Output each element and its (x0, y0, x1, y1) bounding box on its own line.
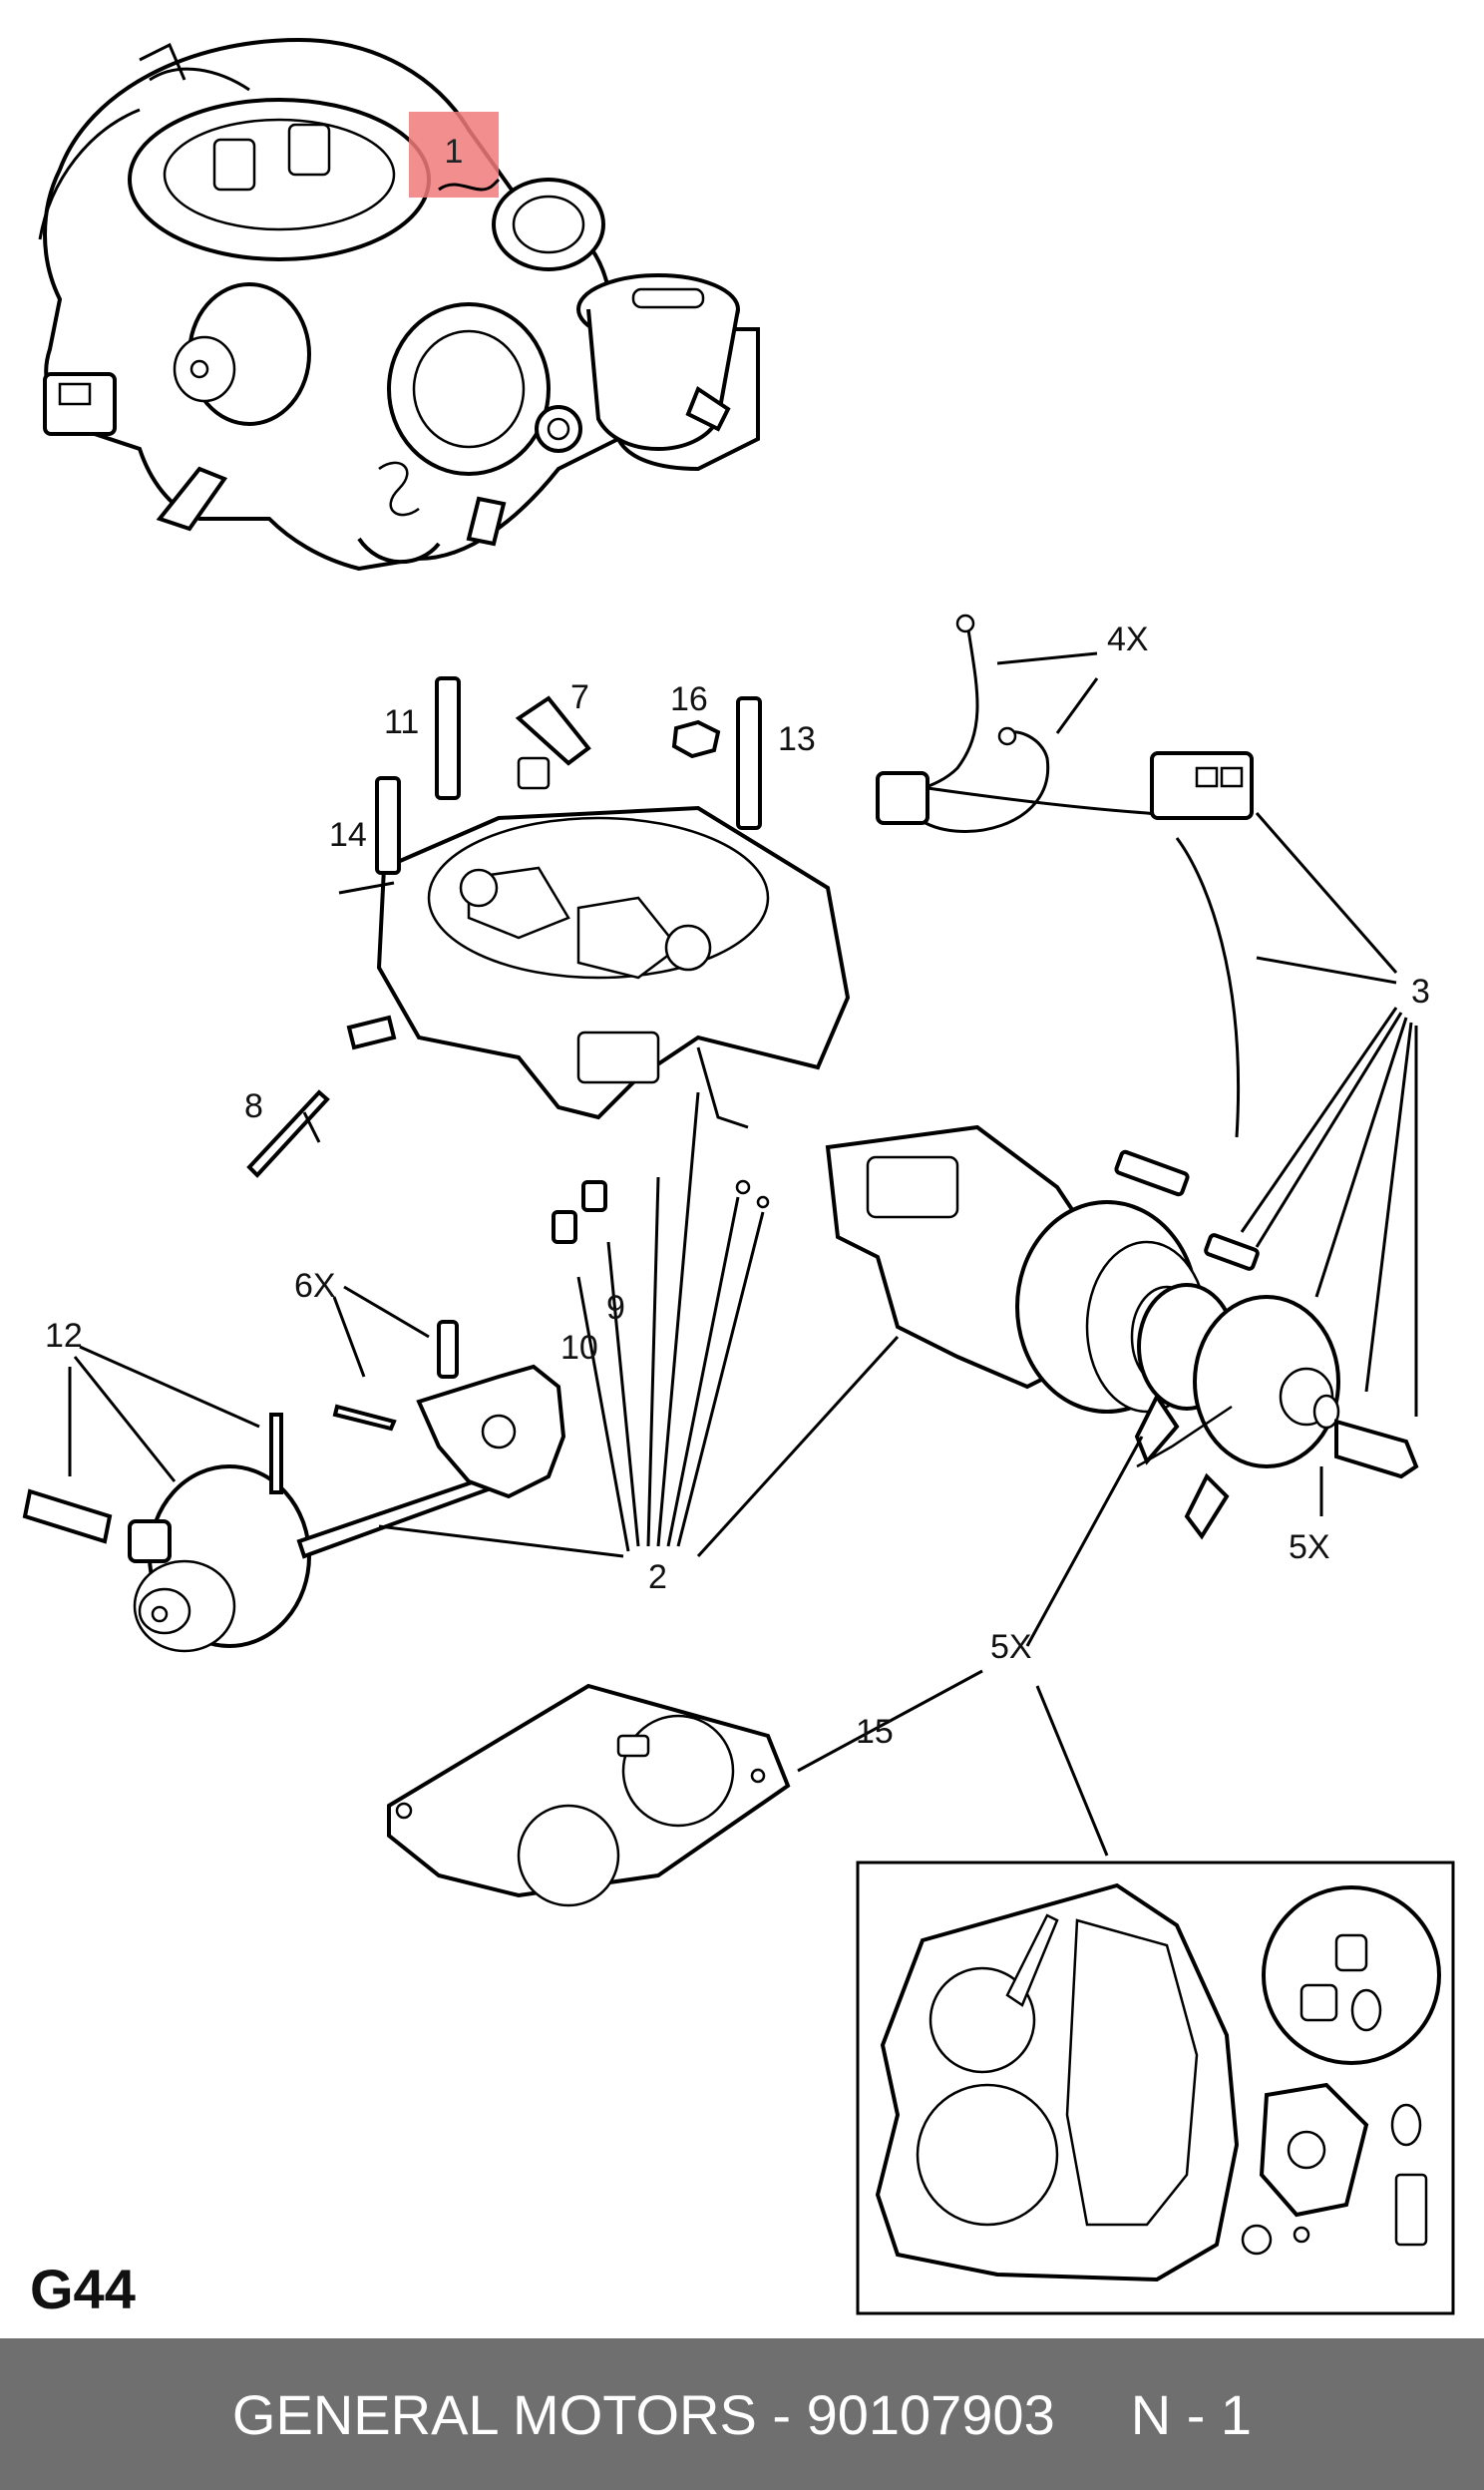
footer-page: N - 1 (1130, 2382, 1253, 2446)
callout-1: 1 (445, 133, 464, 171)
callout-10: 10 (560, 1329, 598, 1367)
gasket-kit-box (856, 1861, 1455, 2315)
callout-4x: 4X (1107, 621, 1149, 658)
callout-9: 9 (606, 1289, 625, 1327)
callout-7: 7 (570, 678, 589, 716)
callout-2: 2 (648, 1558, 667, 1596)
gasket-15-drawing (387, 1683, 791, 1907)
leader-lines (68, 651, 1418, 1857)
carburetor-assembly-drawing: 1 (38, 37, 760, 572)
footer-brand-part: GENERAL MOTORS - 90107903 (231, 2382, 1055, 2446)
choke-pulldown-drawing (22, 1320, 566, 1653)
callout-5x-b: 5X (990, 1628, 1032, 1666)
idle-servo-drawing (825, 1124, 1419, 1540)
throttle-body-drawing (246, 676, 851, 1244)
section-code: G44 (30, 2258, 136, 2320)
callout-5x-a: 5X (1289, 1528, 1330, 1566)
footer-bar: GENERAL MOTORS - 90107903 N - 1 (0, 2338, 1484, 2490)
callout-labels: 4X 3 7 16 11 13 14 8 6X 12 9 10 2 5X 5X … (45, 621, 1430, 1751)
callout-6x: 6X (294, 1267, 336, 1305)
callout-8: 8 (244, 1087, 263, 1125)
carburetor-exploded-diagram: 1 (22, 37, 1455, 2315)
callout-12: 12 (45, 1317, 83, 1355)
callout-3: 3 (1411, 973, 1430, 1011)
callout-16: 16 (670, 680, 708, 718)
callout-15: 15 (856, 1713, 894, 1751)
callout-13: 13 (778, 720, 816, 758)
callout-11: 11 (384, 703, 419, 741)
callout-14: 14 (329, 816, 367, 854)
wiring-harness-drawing (876, 614, 1254, 1138)
